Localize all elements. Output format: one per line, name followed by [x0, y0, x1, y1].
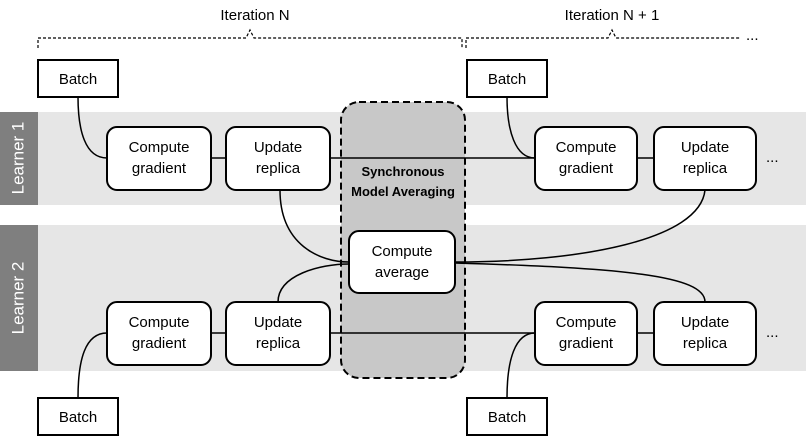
svg-text:gradient: gradient — [559, 335, 614, 352]
svg-text:replica: replica — [683, 160, 728, 177]
iteration-n-label: Iteration N — [220, 7, 289, 24]
update-replica-box-l2-a: Update replica — [225, 301, 331, 366]
svg-text:gradient: gradient — [132, 160, 187, 177]
svg-text:Compute: Compute — [129, 314, 190, 331]
svg-text:gradient: gradient — [559, 160, 614, 177]
iteration-ellipsis: ... — [746, 27, 759, 44]
svg-text:Batch: Batch — [488, 409, 526, 426]
update-replica-box-l2-b: Update replica — [653, 301, 757, 366]
svg-text:Update: Update — [254, 139, 302, 156]
batch-to-gradient-l2-b — [506, 332, 536, 399]
replica1-to-average — [279, 189, 350, 263]
batch-to-gradient-l2-a — [77, 332, 108, 399]
average-to-replica2 — [454, 262, 706, 303]
svg-text:Compute: Compute — [129, 139, 190, 156]
update-replica-box-l1-a: Update replica — [225, 126, 331, 191]
batch-box-l1-b: Batch — [466, 59, 548, 98]
learner1-label: Learner 1 — [8, 122, 27, 195]
svg-text:Batch: Batch — [59, 71, 97, 88]
svg-text:Compute: Compute — [372, 243, 433, 260]
svg-text:replica: replica — [683, 335, 728, 352]
svg-text:Update: Update — [254, 314, 302, 331]
learner2-tab — [0, 225, 38, 371]
svg-text:Batch: Batch — [59, 409, 97, 426]
batch-box-l1-a: Batch — [37, 59, 119, 98]
sync-label-line1: Synchronous — [361, 164, 444, 179]
update-replica-box-l1-b: Update replica — [653, 126, 757, 191]
replica2-to-average — [277, 263, 350, 303]
compute-average-box: Compute average — [348, 230, 456, 294]
connectors — [77, 96, 706, 399]
batch-to-gradient-l1-a — [77, 96, 108, 159]
svg-text:Compute: Compute — [556, 314, 617, 331]
iteration-n-brace — [37, 28, 463, 48]
batch-to-gradient-l1-b — [506, 96, 536, 159]
svg-text:replica: replica — [256, 335, 301, 352]
learner2-trailing-ellipsis: ... — [766, 324, 779, 341]
svg-text:Update: Update — [681, 314, 729, 331]
svg-text:replica: replica — [256, 160, 301, 177]
iteration-n1-brace — [465, 28, 740, 48]
learner1-tab — [0, 112, 38, 205]
svg-text:Batch: Batch — [488, 71, 526, 88]
compute-gradient-box-l2-a: Compute gradient — [106, 301, 212, 366]
learner2-label: Learner 2 — [8, 262, 27, 335]
average-to-replica1 — [454, 189, 706, 263]
learner1-trailing-ellipsis: ... — [766, 149, 779, 166]
svg-text:Update: Update — [681, 139, 729, 156]
compute-gradient-box-l1-a: Compute gradient — [106, 126, 212, 191]
sync-label-line2: Model Averaging — [351, 184, 455, 199]
batch-box-l2-a: Batch — [37, 397, 119, 436]
batch-box-l2-b: Batch — [466, 397, 548, 436]
svg-text:gradient: gradient — [132, 335, 187, 352]
svg-text:Compute: Compute — [556, 139, 617, 156]
compute-gradient-box-l1-b: Compute gradient — [534, 126, 638, 191]
svg-text:average: average — [375, 264, 429, 281]
iteration-n1-label: Iteration N + 1 — [565, 7, 660, 24]
compute-gradient-box-l2-b: Compute gradient — [534, 301, 638, 366]
